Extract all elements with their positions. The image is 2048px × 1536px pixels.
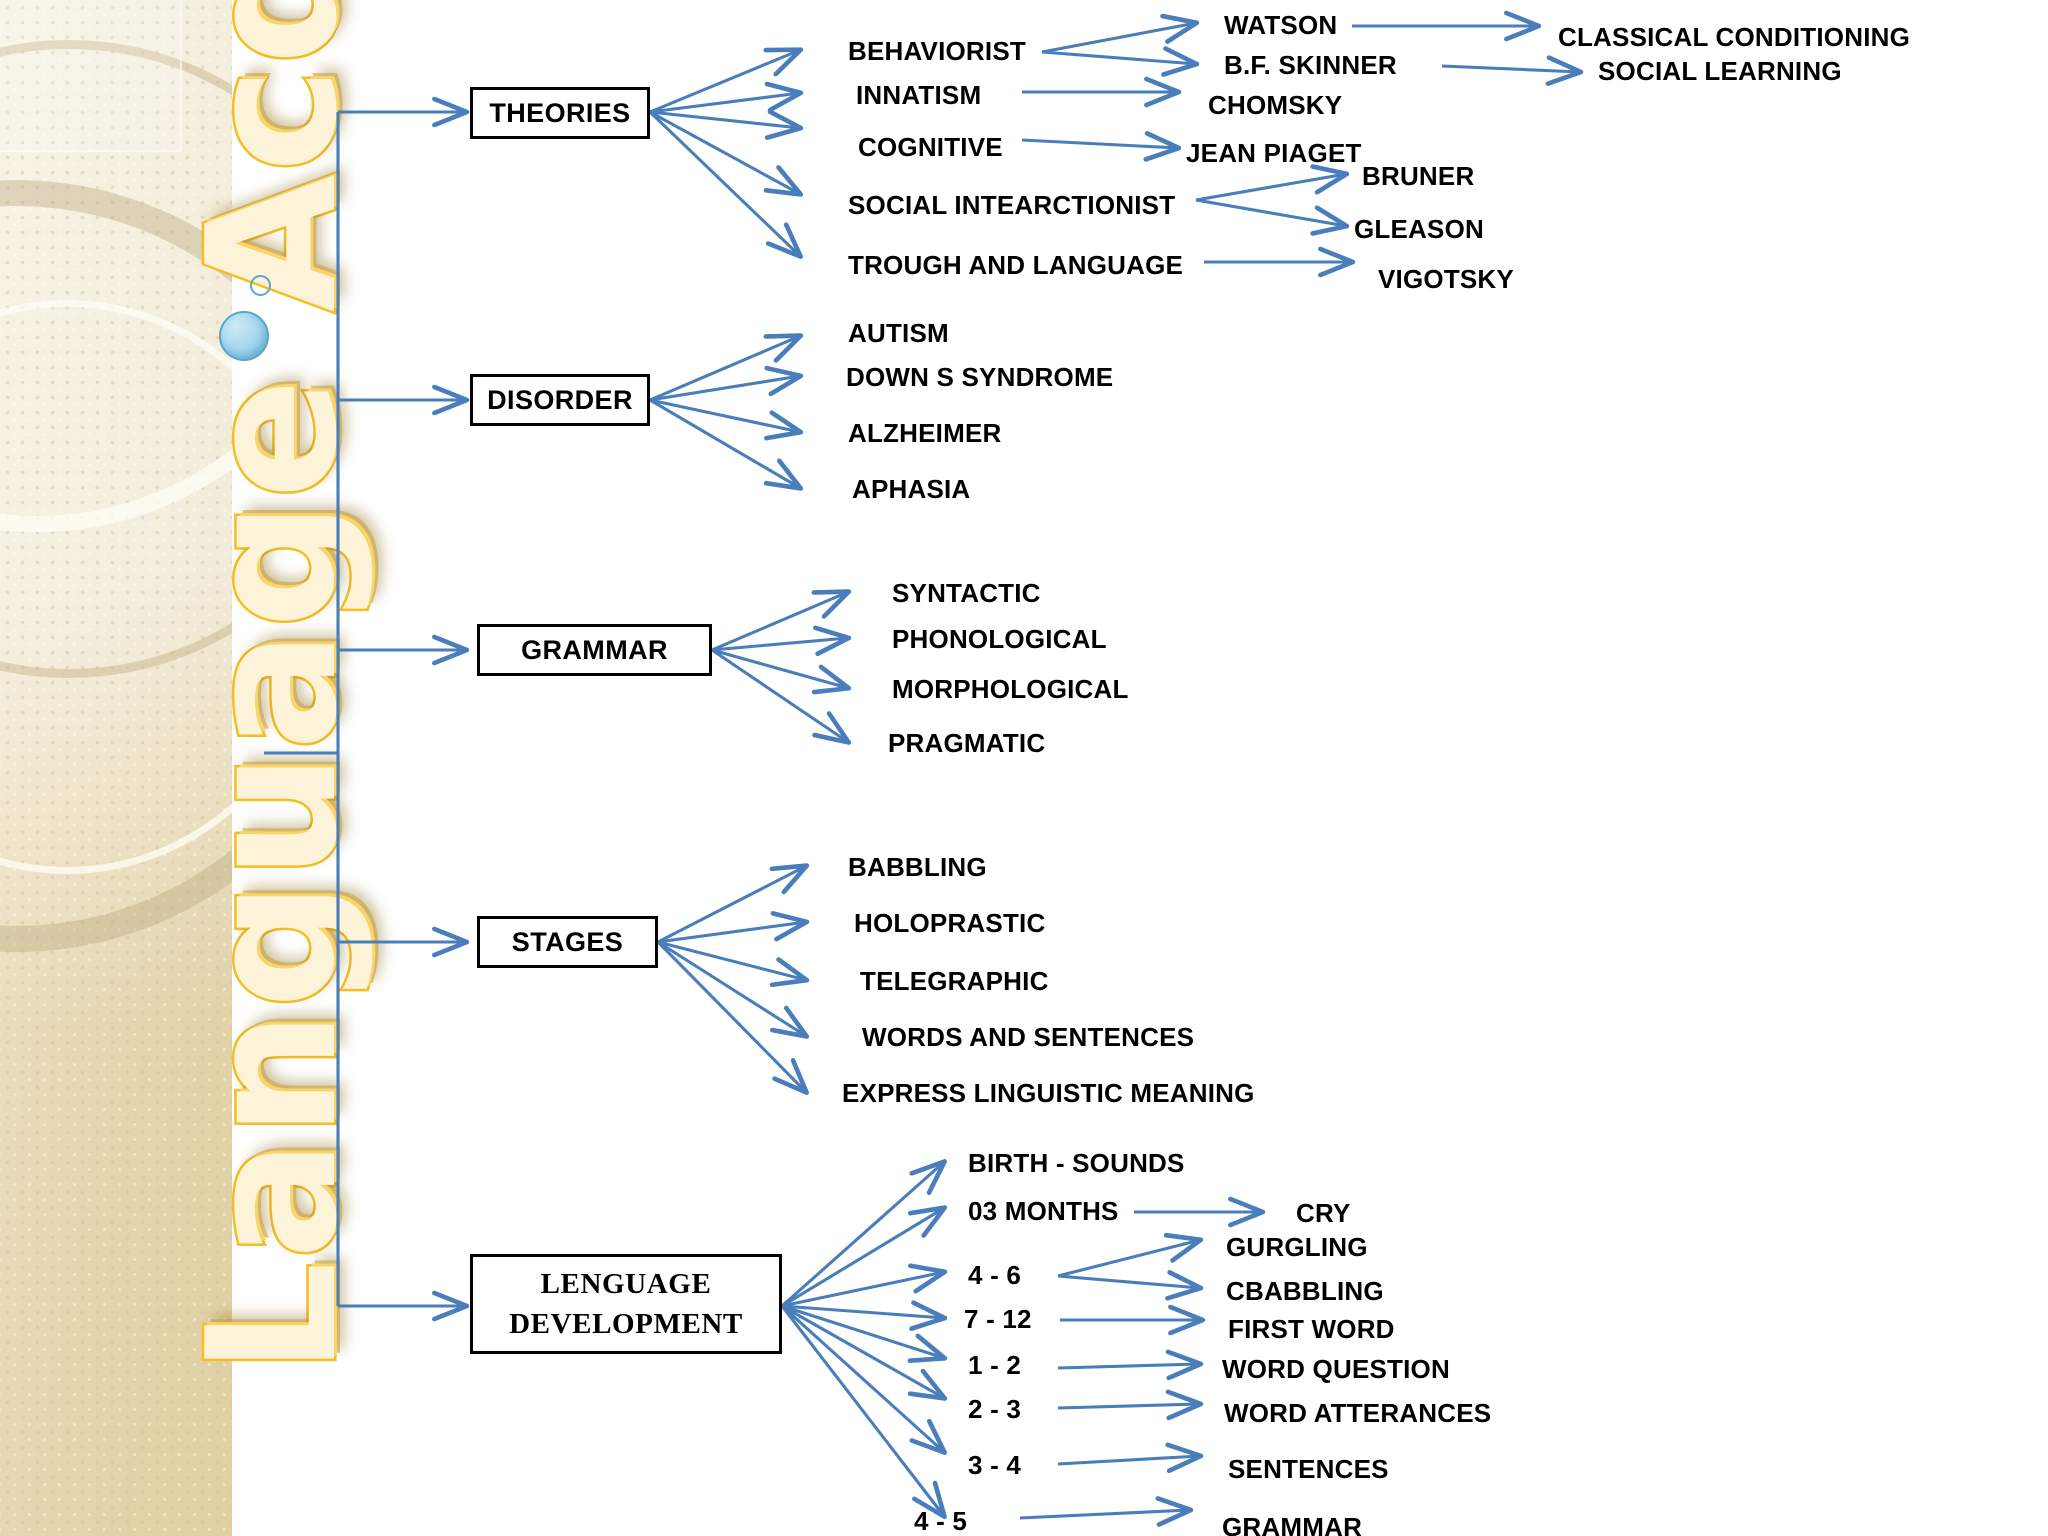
label-03-months: 03 MONTHS: [968, 1196, 1119, 1226]
label-express-linguistic-meaning: EXPRESS LINGUISTIC MEANING: [842, 1078, 1255, 1108]
link-4-5-grammar: [1019, 1496, 1194, 1527]
label-watson: WATSON: [1224, 10, 1338, 40]
label-word-atterances: WORD ATTERANCES: [1224, 1398, 1492, 1428]
label-chomsky: CHOMSKY: [1208, 90, 1343, 120]
link-disorder-alzheimer: [649, 398, 804, 441]
link-langdev-4-6: [781, 1263, 948, 1308]
link-disorder-down: [649, 365, 804, 402]
node-disorder-label: DISORDER: [487, 384, 633, 415]
bubble-icon-small: [250, 275, 271, 296]
node-theories[interactable]: THEORIES: [470, 87, 650, 139]
label-gleason: GLEASON: [1354, 214, 1484, 244]
label-cbabbling: CBABBLING: [1226, 1276, 1384, 1306]
sidebar-top-panel: [0, 0, 182, 152]
label-first-word: FIRST WORD: [1228, 1314, 1395, 1344]
link-theories-innatism: [649, 81, 804, 114]
link-disorder-aphasia: [649, 398, 804, 491]
label-alzheimer: ALZHEIMER: [848, 418, 1002, 448]
label-birth-sounds: BIRTH - SOUNDS: [968, 1148, 1185, 1178]
link-stages-express: [656, 940, 809, 1095]
link-skinner-social-learning: [1441, 55, 1584, 86]
link-theories-trough: [648, 110, 803, 259]
label-word-question: WORD QUESTION: [1222, 1354, 1450, 1384]
link-langdev-1-2: [781, 1304, 948, 1364]
link-social-gleason: [1195, 198, 1350, 236]
link-1-2-wordquestion: [1057, 1349, 1204, 1381]
label-sentences: SENTENCES: [1228, 1454, 1389, 1484]
label-behaviorist: BEHAVIORIST: [848, 36, 1026, 66]
link-langdev-2-3: [781, 1304, 948, 1401]
link-stages-babbling: [657, 863, 810, 944]
node-stages[interactable]: STAGES: [477, 916, 658, 968]
label-2-3: 2 - 3: [968, 1394, 1022, 1424]
label-cry: CRY: [1296, 1198, 1351, 1228]
label-1-2: 1 - 2: [968, 1350, 1022, 1380]
link-stages-telegraphic: [657, 940, 810, 988]
label-autism: AUTISM: [848, 318, 949, 348]
label-classical-conditioning: CLASSICAL CONDITIONING: [1558, 22, 1911, 52]
node-theories-label: THEORIES: [489, 97, 631, 128]
link-behaviorist-watson: [1041, 13, 1200, 54]
node-grammar[interactable]: GRAMMAR: [477, 624, 712, 676]
link-grammar-phonological: [711, 625, 852, 657]
label-aphasia: APHASIA: [852, 474, 971, 504]
label-syntactic: SYNTACTIC: [892, 578, 1041, 608]
link-2-3-atterances: [1057, 1389, 1204, 1421]
label-7-12: 7 - 12: [964, 1304, 1032, 1334]
label-babbling: BABBLING: [848, 852, 987, 882]
link-theories-social: [649, 110, 804, 197]
node-language-development[interactable]: LENGUAGE DEVELOPMENT: [470, 1254, 782, 1354]
label-words-and-sentences: WORDS AND SENTENCES: [862, 1022, 1195, 1052]
label-telegraphic: TELEGRAPHIC: [860, 966, 1049, 996]
label-grammar-leaf: GRAMMAR: [1222, 1512, 1363, 1536]
decorative-sidebar: [0, 0, 232, 1536]
label-down-s-syndrome: DOWN S SYNDROME: [846, 362, 1114, 392]
link-grammar-pragmatic: [711, 648, 852, 745]
label-bruner: BRUNER: [1362, 161, 1475, 191]
link-4-6-cbabbling: [1057, 1270, 1204, 1301]
node-grammar-label: GRAMMAR: [521, 634, 668, 665]
label-bf-skinner: B.F. SKINNER: [1224, 50, 1397, 80]
link-grammar-morphological: [711, 648, 852, 695]
link-grammar-syntactic: [711, 589, 852, 652]
label-gurgling: GURGLING: [1226, 1232, 1368, 1262]
link-social-bruner: [1195, 164, 1350, 202]
label-social-learning: SOCIAL LEARNING: [1598, 56, 1842, 86]
label-phonological: PHONOLOGICAL: [892, 624, 1107, 654]
label-cognitive: COGNITIVE: [858, 132, 1003, 162]
label-trough-and-language: TROUGH AND LANGUAGE: [848, 250, 1184, 280]
link-langdev-03months: [781, 1205, 948, 1308]
label-4-6: 4 - 6: [968, 1260, 1022, 1290]
link-stages-holoprastic: [657, 911, 810, 944]
label-innatism: INNATISM: [856, 80, 982, 110]
link-stages-words-sentences: [657, 940, 810, 1039]
label-4-5: 4 - 5: [914, 1506, 968, 1536]
label-pragmatic: PRAGMATIC: [888, 728, 1046, 758]
link-langdev-3-4: [780, 1304, 948, 1455]
label-morphological: MORPHOLOGICAL: [892, 674, 1129, 704]
link-theories-cognitive: [649, 109, 804, 140]
link-langdev-7-12: [781, 1300, 948, 1331]
link-3-4-sentences: [1057, 1442, 1204, 1474]
node-langdev-label-line2: DEVELOPMENT: [509, 1308, 743, 1340]
node-langdev-label-line1: LENGUAGE: [540, 1268, 712, 1300]
link-behaviorist-skinner: [1041, 46, 1200, 77]
node-stages-label: STAGES: [511, 926, 624, 957]
link-cognitive-piaget: [1021, 131, 1182, 162]
bubble-icon-large: [219, 311, 269, 361]
link-4-6-gurgling: [1057, 1232, 1204, 1278]
link-theories-behaviorist: [649, 47, 804, 114]
link-disorder-autism: [649, 333, 804, 402]
link-langdev-4-5: [780, 1305, 947, 1520]
label-holoprastic: HOLOPRASTIC: [854, 908, 1046, 938]
node-disorder[interactable]: DISORDER: [470, 374, 650, 426]
label-jean-piaget: JEAN PIAGET: [1186, 138, 1362, 168]
label-social-interactionist: SOCIAL INTEARCTIONIST: [848, 190, 1176, 220]
link-langdev-birth: [780, 1159, 948, 1308]
label-vigotsky: VIGOTSKY: [1378, 264, 1514, 294]
label-3-4: 3 - 4: [968, 1450, 1022, 1480]
